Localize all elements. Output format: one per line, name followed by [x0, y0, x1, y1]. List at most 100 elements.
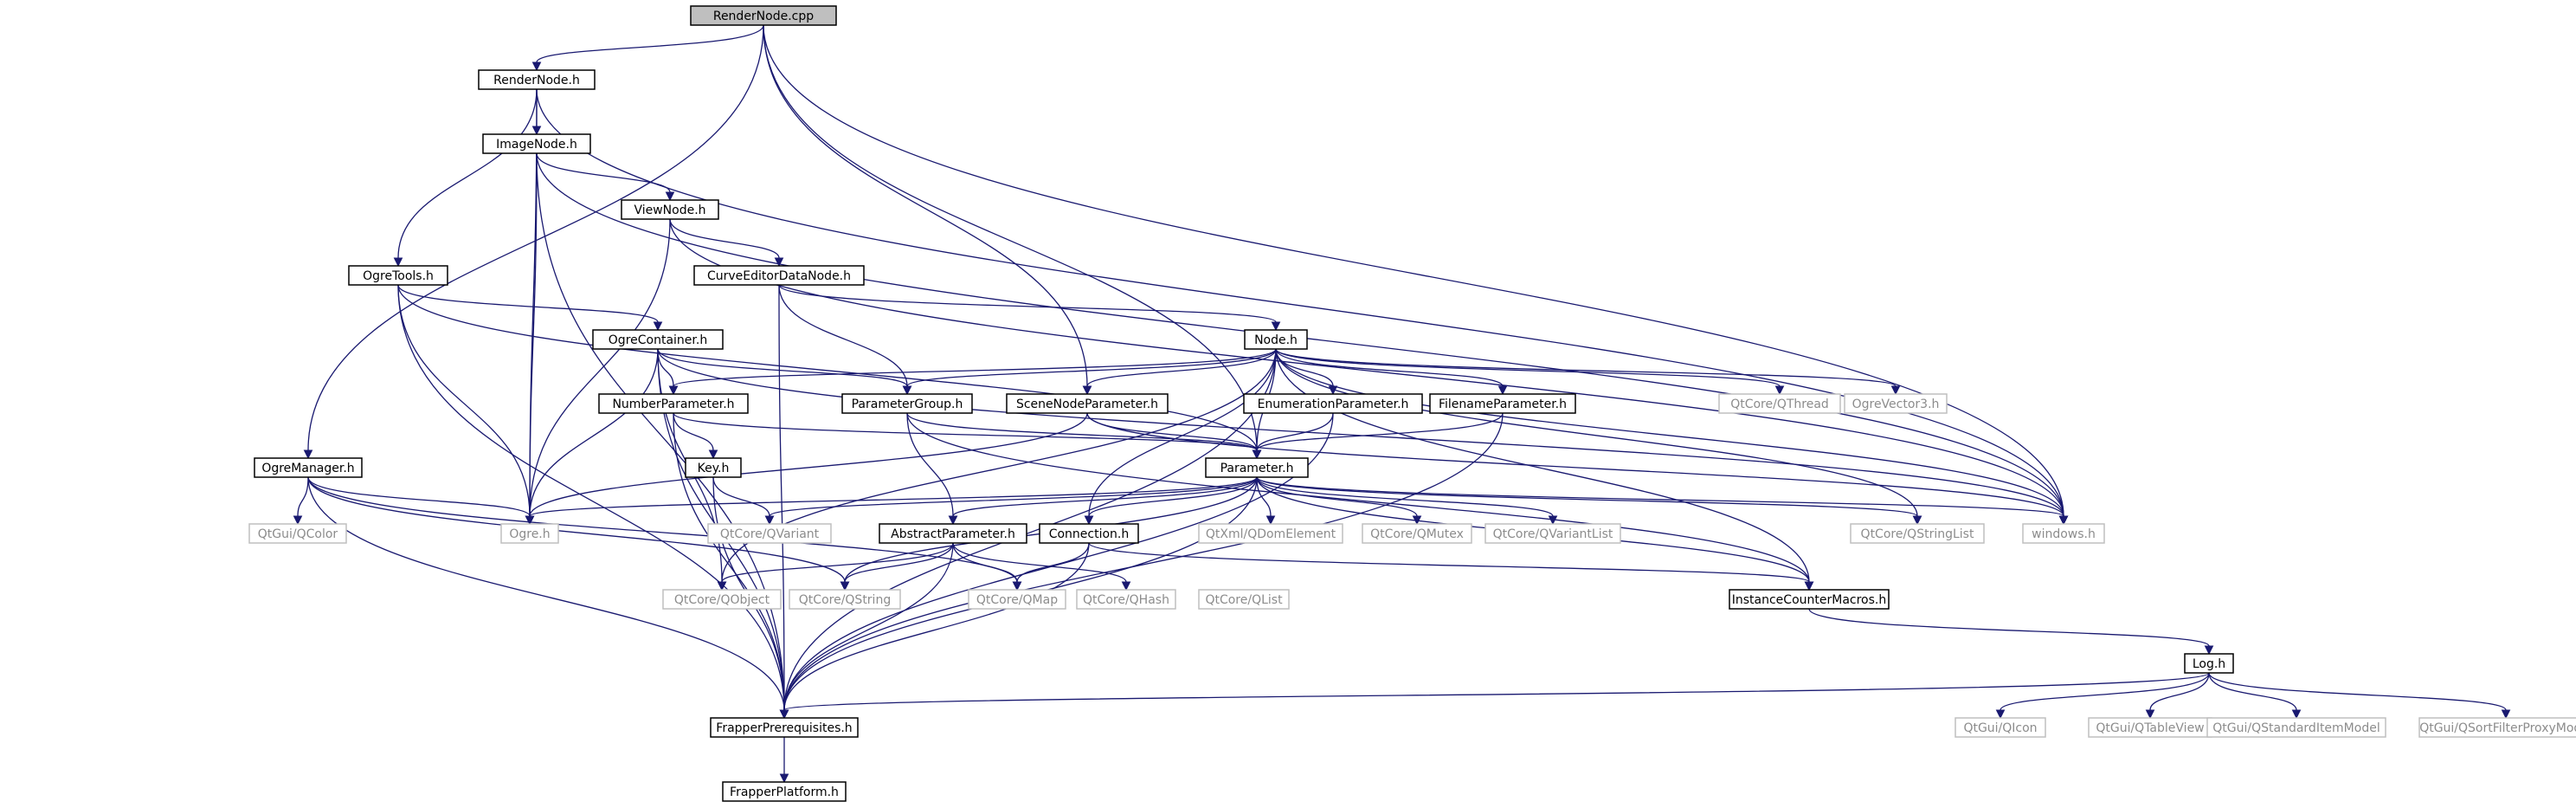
node-key-h[interactable]: Key.h: [685, 457, 742, 478]
edge-abstractparam_h-to-qstring: [840, 542, 954, 591]
node-box: [1718, 393, 1841, 414]
edge-node_h-to-filenameparam_h: [1275, 348, 1508, 396]
edge-line: [536, 152, 671, 193]
node-qmutex: QtCore/QMutex: [1362, 523, 1472, 544]
node-ogremanager-h[interactable]: OgreManager.h: [254, 457, 363, 478]
edge-line: [769, 476, 1258, 517]
edge-line: [1275, 348, 1918, 517]
node-box: [1429, 393, 1576, 414]
node-box: [1729, 589, 1890, 610]
edge-line: [712, 476, 770, 517]
node-frapperprereq-h[interactable]: FrapperPrerequisites.h: [710, 717, 859, 738]
node-rendernode-cpp[interactable]: RenderNode.cpp: [690, 5, 837, 26]
node-label: Parameter.h: [1220, 462, 1294, 475]
node-frapperplatform-h[interactable]: FrapperPlatform.h: [722, 781, 847, 802]
edge-line: [783, 542, 1090, 711]
node-label: Node.h: [1254, 333, 1298, 347]
node-box: [693, 265, 865, 286]
node-label: InstanceCounterMacros.h: [1732, 593, 1886, 607]
node-label: QtGui/QTableView: [2096, 721, 2204, 735]
edge-line: [1256, 412, 1334, 451]
node-qtableview: QtGui/QTableView: [2088, 717, 2212, 738]
node-sceneparam-h[interactable]: SceneNodeParameter.h: [1006, 393, 1169, 414]
node-viewnode-h[interactable]: ViewNode.h: [621, 199, 719, 220]
node-ogre-h: Ogre.h: [500, 523, 559, 544]
edge-line: [844, 542, 954, 583]
edge-line: [1086, 412, 2064, 517]
node-qstringlist: QtCore/QStringList: [1850, 523, 1985, 544]
edge-line: [529, 348, 659, 517]
edge-line: [1275, 348, 1897, 387]
edge-line: [2000, 672, 2210, 711]
edge-log_h-to-qicon: [1995, 672, 2210, 720]
edge-arrowhead: [779, 773, 789, 784]
node-box: [1844, 393, 1948, 414]
edge-key_h-to-qvariant: [712, 476, 775, 526]
node-node-h[interactable]: Node.h: [1244, 329, 1308, 350]
edge-arrowhead: [774, 257, 784, 268]
node-label: FrapperPlatform.h: [730, 785, 839, 799]
node-box: [1039, 523, 1139, 544]
node-ogrevector3: OgreVector3.h: [1844, 393, 1948, 414]
node-enumparam-h[interactable]: EnumerationParameter.h: [1243, 393, 1423, 414]
edge-parameter_h-to-windows_h: [1256, 476, 2069, 526]
edge-line: [1256, 412, 1504, 451]
node-parametergroup-h[interactable]: ParameterGroup.h: [841, 393, 973, 414]
edge-arrowhead: [902, 385, 912, 396]
nodes-layer: RenderNode.cppRenderNode.hImageNode.hVie…: [248, 5, 2576, 802]
edge-abstractparam_h-to-qhash: [952, 542, 1131, 591]
node-filenameparam-h[interactable]: FilenameParameter.h: [1429, 393, 1576, 414]
node-box: [710, 717, 859, 738]
edge-arrowhead: [779, 709, 789, 720]
node-ogrecontainer-h[interactable]: OgreContainer.h: [592, 329, 724, 350]
edge-line: [1275, 348, 2064, 517]
node-numberparameter-h[interactable]: NumberParameter.h: [598, 393, 749, 414]
node-box: [500, 523, 559, 544]
edge-ogretools_h-to-ogre_h: [397, 284, 535, 526]
edge-log_h-to-qtableview: [2145, 672, 2210, 720]
node-log-h[interactable]: Log.h: [2184, 653, 2234, 674]
node-box: [254, 457, 363, 478]
edge-curveeditor_h-to-node_h: [778, 284, 1281, 332]
node-qmap: QtCore/QMap: [968, 589, 1066, 610]
node-ogretools-h[interactable]: OgreTools.h: [348, 265, 448, 286]
node-label: FilenameParameter.h: [1439, 398, 1567, 411]
node-qthread: QtCore/QThread: [1718, 393, 1841, 414]
node-box: [1244, 329, 1308, 350]
edge-imagenode_h-to-frapperprereq_h: [536, 152, 789, 720]
edge-imagenode_h-to-viewnode_h: [536, 152, 675, 202]
edge-parameter_h-to-qstringlist: [1256, 476, 1922, 526]
node-rendernode-h[interactable]: RenderNode.h: [478, 69, 596, 90]
edge-line: [906, 412, 1258, 451]
node-curveeditor-h[interactable]: CurveEditorDataNode.h: [693, 265, 865, 286]
edge-arrowhead: [1121, 581, 1131, 591]
node-box: [1243, 393, 1423, 414]
node-abstractparam-h[interactable]: AbstractParameter.h: [879, 523, 1027, 544]
edge-line: [906, 348, 1277, 387]
node-label: SceneNodeParameter.h: [1016, 398, 1158, 411]
node-label: Key.h: [698, 462, 730, 475]
edge-line: [778, 284, 908, 387]
node-instancecounter-h[interactable]: InstanceCounterMacros.h: [1729, 589, 1890, 610]
node-box: [592, 329, 724, 350]
edge-ogremanager_h-to-qcolor: [293, 476, 309, 526]
edge-arrowhead: [1082, 385, 1092, 396]
edge-line: [673, 412, 1258, 451]
node-imagenode-h[interactable]: ImageNode.h: [482, 133, 591, 154]
edge-line: [1256, 476, 1418, 517]
node-box: [690, 5, 837, 26]
edge-arrowhead: [1548, 515, 1558, 526]
node-box: [348, 265, 448, 286]
edge-arrowhead: [764, 515, 775, 526]
edge-line: [1275, 348, 1504, 387]
edge-node_h-to-ogrevector3: [1275, 348, 1901, 396]
node-parameter-h[interactable]: Parameter.h: [1205, 457, 1309, 478]
edge-line: [1256, 476, 1272, 517]
edge-ogremanager_h-to-ogre_h: [307, 476, 535, 526]
node-box: [1362, 523, 1472, 544]
edge-arrowhead: [393, 257, 403, 268]
edge-node_h-to-qobject: [717, 348, 1277, 591]
node-connection-h[interactable]: Connection.h: [1039, 523, 1139, 544]
node-box: [1484, 523, 1621, 544]
edge-parameter_h-to-ogre_h: [525, 476, 1258, 526]
